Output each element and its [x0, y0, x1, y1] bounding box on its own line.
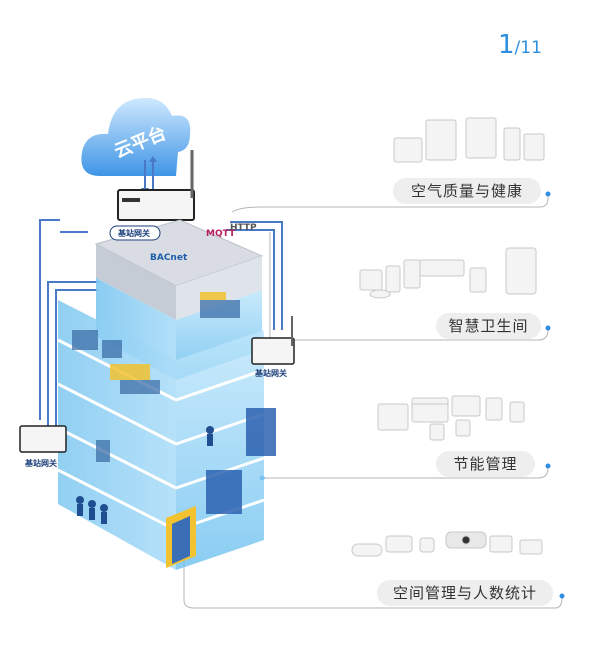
gateway-label-top: 基站网关 [117, 228, 150, 238]
protocol-http: HTTP [230, 223, 257, 233]
building [57, 219, 276, 570]
product-group-air [393, 117, 545, 163]
gateway-label-right: 基站网关 [254, 368, 287, 378]
product-group-energy [377, 395, 525, 441]
category-smart-washroom[interactable]: 智慧卫生间 [436, 313, 541, 339]
cloud-icon [81, 97, 191, 176]
category-air-quality-label: 空气质量与健康 [410, 182, 523, 200]
page-current: 1 [498, 30, 515, 60]
protocol-labels: MQTT HTTP BACnet [150, 223, 257, 263]
category-space-management[interactable]: 空间管理与人数统计 [377, 580, 553, 606]
connector-lines [183, 192, 563, 609]
top-gateway-device [117, 150, 195, 221]
cloud-arrows [144, 160, 154, 190]
category-space-management-label: 空间管理与人数统计 [392, 584, 537, 602]
category-energy-management[interactable]: 节能管理 [436, 451, 535, 477]
product-group-washroom [359, 247, 537, 299]
page-total: /11 [514, 38, 542, 58]
left-gateway-device [19, 425, 67, 453]
product-group-space [351, 531, 543, 557]
gateway-label-left: 基站网关 [24, 458, 57, 468]
category-energy-management-label: 节能管理 [453, 455, 518, 473]
page-indicator: 1/11 [498, 30, 542, 60]
category-air-quality[interactable]: 空气质量与健康 [393, 178, 541, 204]
network-lines [39, 219, 283, 428]
connector-dots [259, 191, 565, 599]
category-smart-washroom-label: 智慧卫生间 [448, 317, 529, 335]
protocol-bacnet: BACnet [150, 253, 188, 263]
protocol-mqtt: MQTT [206, 229, 236, 239]
right-gateway-device [251, 316, 295, 365]
